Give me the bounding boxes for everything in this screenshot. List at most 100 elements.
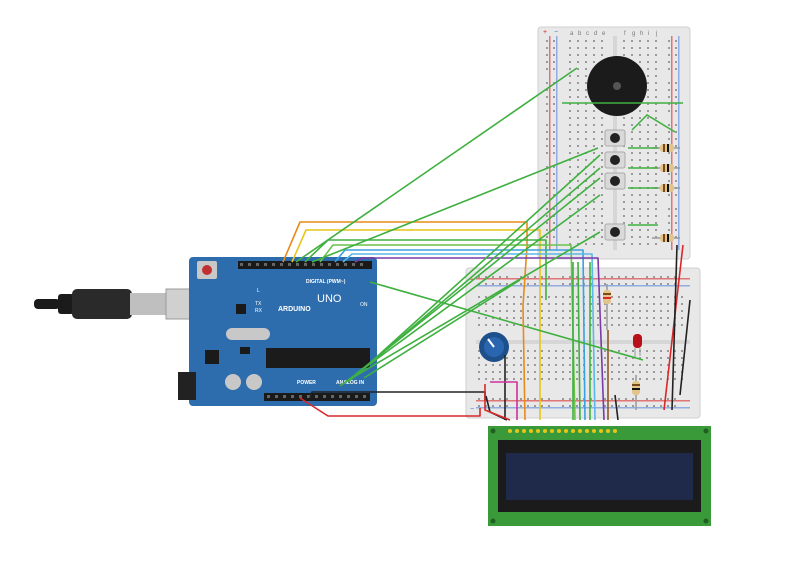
breadboard-hole (601, 152, 603, 154)
breadboard-hole (590, 357, 592, 359)
breadboard-hole (492, 405, 494, 407)
breadboard-hole (553, 236, 555, 238)
breadboard-hole (604, 276, 606, 278)
breadboard-hole (562, 310, 564, 312)
wire-green-d1 (339, 194, 601, 387)
breadboard-hole (513, 350, 515, 352)
lcd-pin (522, 429, 526, 433)
potentiometer[interactable] (479, 332, 509, 362)
breadboard-hole (655, 236, 657, 238)
lcd-display[interactable] (488, 426, 711, 526)
breadboard-hole (674, 357, 676, 359)
breadboard-hole (527, 357, 529, 359)
breadboard-hole (632, 296, 634, 298)
breadboard-hole (541, 398, 543, 400)
breadboard-hole (506, 317, 508, 319)
breadboard-hole (668, 229, 670, 231)
breadboard-hole (513, 324, 515, 326)
breadboard-hole (548, 357, 550, 359)
breadboard-hole (646, 303, 648, 305)
resistors-bottom[interactable] (603, 284, 640, 410)
breadboard-hole (668, 40, 670, 42)
breadboard-hole (553, 229, 555, 231)
breadboard-hole (590, 324, 592, 326)
breadboard-hole (646, 378, 648, 380)
breadboard-hole (611, 405, 613, 407)
breadboard-hole (668, 103, 670, 105)
breadboard-hole (577, 117, 579, 119)
breadboard-hole (632, 405, 634, 407)
resistor-5 (603, 284, 611, 330)
breadboard-hole (639, 296, 641, 298)
breadboard-hole (576, 364, 578, 366)
breadboard-hole (548, 317, 550, 319)
breadboard-hole (631, 201, 633, 203)
tb-col-i: i (648, 31, 649, 37)
breadboard-hole (646, 310, 648, 312)
lcd-pin (578, 429, 582, 433)
breadboard-hole (618, 364, 620, 366)
header-pin (320, 263, 323, 266)
breadboard-hole (569, 405, 571, 407)
breadboard-hole (604, 317, 606, 319)
breadboard-hole (593, 194, 595, 196)
breadboard-hole (675, 103, 677, 105)
breadboard-hole (506, 303, 508, 305)
breadboard-hole (506, 405, 508, 407)
breadboard-hole (513, 303, 515, 305)
header-pin (331, 395, 334, 398)
breadboard-hole (653, 398, 655, 400)
breadboard-hole (611, 303, 613, 305)
header-pin (339, 395, 342, 398)
lcd-pin (543, 429, 547, 433)
lcd-pin (508, 429, 512, 433)
wire-red-5v (299, 397, 481, 417)
breadboard-hole (601, 229, 603, 231)
breadboard-hole (569, 82, 571, 84)
breadboard-hole (667, 357, 669, 359)
breadboard-hole (653, 276, 655, 278)
breadboard-hole (668, 222, 670, 224)
push-buttons[interactable] (604, 129, 626, 241)
header-pin (336, 263, 339, 266)
breadboard-hole (590, 296, 592, 298)
breadboard-hole (646, 283, 648, 285)
buzzer-icon[interactable] (587, 56, 647, 116)
breadboard-hole (555, 350, 557, 352)
breadboard-hole (674, 350, 676, 352)
breadboard-hole (647, 180, 649, 182)
breadboard-hole (577, 131, 579, 133)
resistors-top[interactable] (652, 144, 680, 242)
breadboard-hole (506, 357, 508, 359)
breadboard-hole (604, 324, 606, 326)
breadboard-hole (576, 276, 578, 278)
breadboard-hole (655, 243, 657, 245)
breadboard-hole (520, 378, 522, 380)
breadboard-hole (631, 222, 633, 224)
breadboard-hole (647, 82, 649, 84)
breadboard-hole (631, 159, 633, 161)
header-pin (312, 263, 315, 266)
breadboard-hole (585, 159, 587, 161)
breadboard-hole (593, 215, 595, 217)
breadboard-hole (492, 371, 494, 373)
breadboard-hole (639, 236, 641, 238)
breadboard-hole (513, 364, 515, 366)
breadboard-hole (639, 317, 641, 319)
wire-red-lcd (484, 384, 511, 421)
breadboard-hole (593, 40, 595, 42)
breadboard-hole (632, 310, 634, 312)
breadboard-hole (647, 138, 649, 140)
header-pin (296, 263, 299, 266)
breadboard-hole (562, 283, 564, 285)
arduino-uno-board[interactable]: ARDUINO UNO DIGITAL (PWM~) POWER ANALOG … (178, 257, 377, 406)
breadboard-hole (655, 47, 657, 49)
breadboard-hole (478, 324, 480, 326)
breadboard-hole (611, 371, 613, 373)
breadboard-hole (675, 166, 677, 168)
breadboard-hole (546, 110, 548, 112)
breadboard-hole (499, 276, 501, 278)
led-red[interactable] (633, 334, 642, 358)
breadboard-hole (485, 324, 487, 326)
breadboard-hole (478, 310, 480, 312)
